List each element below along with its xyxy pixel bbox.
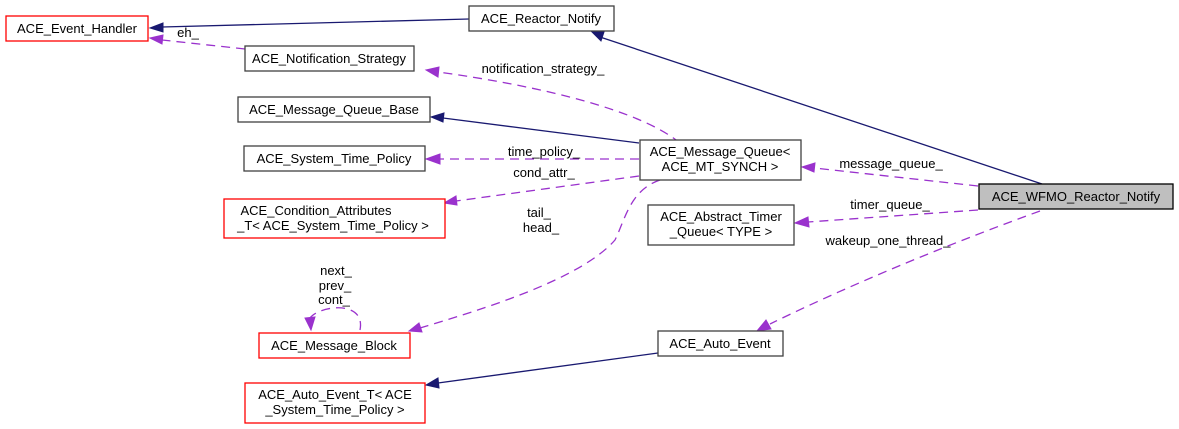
node-label-line-2: ACE_MT_SYNCH > [662,159,779,174]
node-label: ACE_Message_Queue_Base [249,102,419,117]
node-label-line-1: ACE_Condition_Attributes [240,203,392,218]
arrowhead-message-queue [800,162,816,173]
edge-label-cont: cont_ [318,292,351,307]
node-label-line-1: ACE_Auto_Event_T< ACE [258,387,412,402]
arrowhead-message-block-self [304,316,316,332]
node-label-line-1: ACE_Message_Queue< [650,144,791,159]
node-ace-reactor-notify[interactable]: ACE_Reactor_Notify [468,5,615,32]
edge-label-tail: tail_ [527,205,552,220]
arrowhead-message-queue-base [429,112,445,123]
edge-label-time-policy: time_policy_ [508,144,581,159]
node-label: ACE_Notification_Strategy [252,51,406,66]
node-ace-system-time-policy[interactable]: ACE_System_Time_Policy [243,145,426,172]
edge-message-queue-to-cond-attr [455,175,640,202]
edge-label-timer-queue: timer_queue_ [850,197,930,212]
edge-label-head: head_ [523,220,560,235]
node-label: ACE_Auto_Event [669,336,771,351]
node-label-line-2: _Queue< TYPE > [669,224,772,239]
arrowhead-event-handler-use [148,34,164,45]
edge-auto-event-to-auto-event-t [437,352,659,384]
arrowhead-auto-event [755,319,772,332]
arrowhead-auto-event-t [424,377,440,389]
node-label-line-2: _T< ACE_System_Time_Policy > [236,218,429,233]
edge-message-queue-to-base [442,117,640,144]
edge-wfmo-to-auto-event [769,210,1041,325]
node-label: ACE_WFMO_Reactor_Notify [992,189,1161,204]
node-label: ACE_Event_Handler [17,21,138,36]
arrowhead-event-handler-inherit [148,22,164,33]
edge-wfmo-to-message-queue [813,167,979,187]
node-ace-wfmo-reactor-notify[interactable]: ACE_WFMO_Reactor_Notify [978,183,1174,210]
arrowhead-notification-strategy [424,66,440,78]
edge-label-wakeup-one-thread: wakeup_one_thread_ [824,233,951,248]
edge-message-block-self-loop [309,307,361,331]
edge-message-queue-to-notification-strategy [437,71,681,144]
arrowhead-reactor-notify [589,30,605,42]
arrowhead-system-time-policy [424,153,441,165]
edge-wfmo-to-reactor-notify [599,36,1043,185]
node-label: ACE_System_Time_Policy [257,151,412,166]
node-ace-auto-event[interactable]: ACE_Auto_Event [657,330,784,357]
edge-notification-strategy-to-event-handler [161,39,246,50]
node-ace-message-block[interactable]: ACE_Message_Block [258,332,411,359]
edge-label-cond-attr: cond_attr_ [513,165,575,180]
node-ace-auto-event-t[interactable]: ACE_Auto_Event_T< ACE _System_Time_Polic… [244,382,426,424]
edge-label-notification-strategy: notification_strategy_ [482,61,606,76]
node-ace-abstract-timer-queue[interactable]: ACE_Abstract_Timer _Queue< TYPE > [647,204,795,246]
node-label-line-1: ACE_Abstract_Timer [660,209,782,224]
edge-label-prev: prev_ [319,278,352,293]
node-ace-message-queue[interactable]: ACE_Message_Queue< ACE_MT_SYNCH > [639,139,802,181]
node-ace-condition-attributes[interactable]: ACE_Condition_Attributes _T< ACE_System_… [223,198,446,239]
node-label-line-2: _System_Time_Policy > [264,402,404,417]
edge-wfmo-to-timer-queue [807,209,979,223]
edge-message-queue-to-message-block [419,179,661,329]
node-label: ACE_Reactor_Notify [481,11,601,26]
node-label: ACE_Message_Block [271,338,397,353]
arrowhead-condition-attributes [442,195,458,206]
node-ace-event-handler[interactable]: ACE_Event_Handler [5,15,149,42]
edge-label-eh: eh_ [177,25,199,40]
edge-label-message-queue: message_queue_ [839,156,943,171]
node-ace-message-queue-base[interactable]: ACE_Message_Queue_Base [237,96,431,123]
arrowhead-abstract-timer-queue [793,216,810,228]
edge-label-next: next_ [320,263,353,278]
arrowhead-message-block [407,322,423,333]
node-ace-notification-strategy[interactable]: ACE_Notification_Strategy [244,45,415,72]
edge-reactor-notify-to-event-handler [161,18,470,28]
